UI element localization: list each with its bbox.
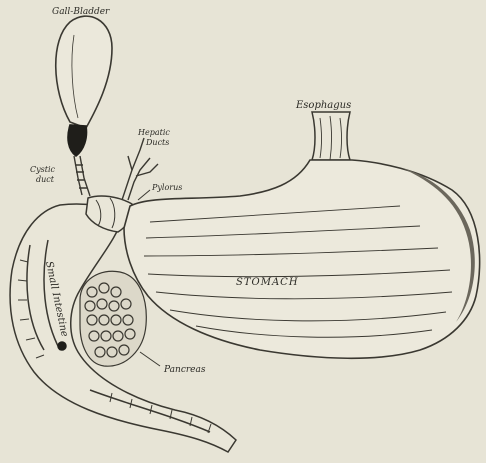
label-gall-bladder: Gall-Bladder [52,7,110,17]
label-hepatic-ducts-2: Ducts [145,138,169,147]
label-cystic-duct-1: Cystic [30,165,56,174]
pancreas [80,271,146,366]
esophagus [312,112,350,160]
label-cystic-duct-2: duct [36,175,55,184]
label-pylorus: Pylorus [151,183,182,192]
label-esophagus: Esophagus [295,100,351,111]
label-hepatic-ducts-1: Hepatic [137,128,170,137]
label-stomach: STOMACH [236,277,299,288]
duct-opening [58,342,66,350]
label-pancreas: Pancreas [163,365,206,375]
